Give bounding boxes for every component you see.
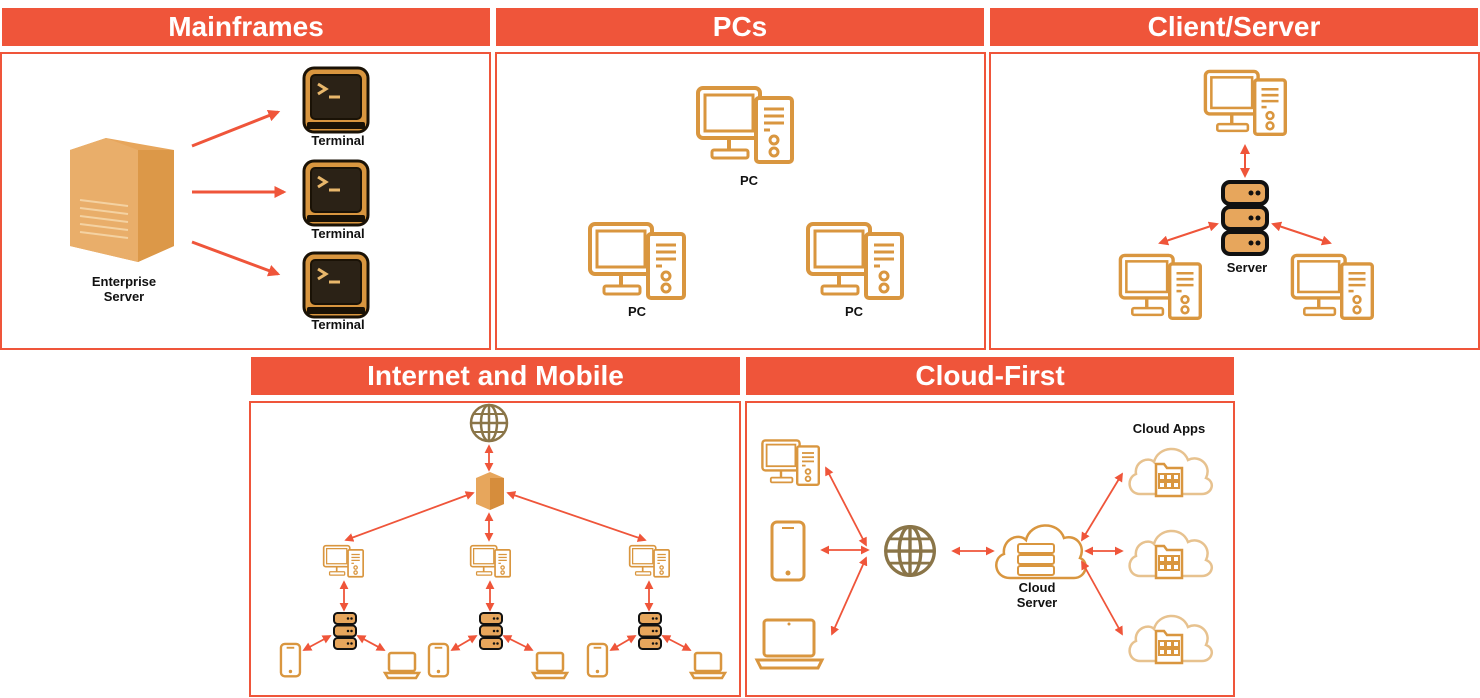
server-icon [479,612,503,650]
client-pc-icon [1290,253,1375,320]
pc-label-2: PC [628,304,647,319]
client-pc-icon [1118,253,1203,320]
phone-icon [586,642,609,678]
enterprise-server-label-1: Enterprise [92,274,156,289]
cluster-right [586,544,727,680]
cloud-server-icon [995,524,1087,580]
cloud-server-label-2: Server [1017,595,1057,610]
server-icon [333,612,357,650]
cloud-app-icon [1128,529,1214,580]
laptop-icon [754,618,825,670]
terminal-label-3: Terminal [311,317,364,332]
panel-pcs [495,52,986,350]
laptop-icon [689,651,727,680]
arrow-server-terminal-1 [191,109,281,148]
server-icon [638,612,662,650]
terminal-icon [302,251,370,319]
pc-icon [628,544,670,578]
pc-icon [588,222,686,300]
globe-icon [884,525,936,577]
cloud-server-label-1: Cloud [1019,580,1056,595]
pc-label-1: PC [740,173,759,188]
header-internet-mobile: Internet and Mobile [251,357,740,395]
enterprise-server-icon [70,138,174,262]
server-icon [1221,180,1269,256]
pc-icon [322,544,365,578]
enterprise-server-label-2: Server [104,289,144,304]
arrow-server-right-pc [1271,221,1332,246]
header-cloud-first: Cloud-First [746,357,1234,395]
cloud-app-icon [1128,447,1214,498]
cloud-apps-label: Cloud Apps [1133,421,1205,436]
server-label: Server [1227,260,1267,275]
globe-icon [469,403,509,443]
phone-icon [279,642,302,678]
terminal-label-1: Terminal [311,133,364,148]
terminal-label-2: Terminal [311,226,364,241]
header-mainframes: Mainframes [2,8,490,46]
web-server-icon [476,472,504,510]
terminal-icon [302,66,370,134]
header-client-server: Client/Server [990,8,1478,46]
phone-icon [770,520,806,582]
pc-icon [696,86,794,164]
arrow-server-left-pc [1158,221,1219,246]
laptop-icon [531,651,569,680]
header-pcs: PCs [496,8,984,46]
pc-icon [806,222,904,300]
cloud-app-icon [1128,614,1214,665]
cluster-center [427,544,569,680]
arrow-server-terminal-3 [191,240,281,277]
pc-label-3: PC [845,304,864,319]
pc-icon [469,544,512,578]
phone-icon [427,642,450,678]
cluster-left [279,544,421,680]
terminal-icon [302,159,370,227]
pc-icon [761,439,820,486]
client-pc-icon [1203,69,1288,137]
laptop-icon [383,651,421,680]
